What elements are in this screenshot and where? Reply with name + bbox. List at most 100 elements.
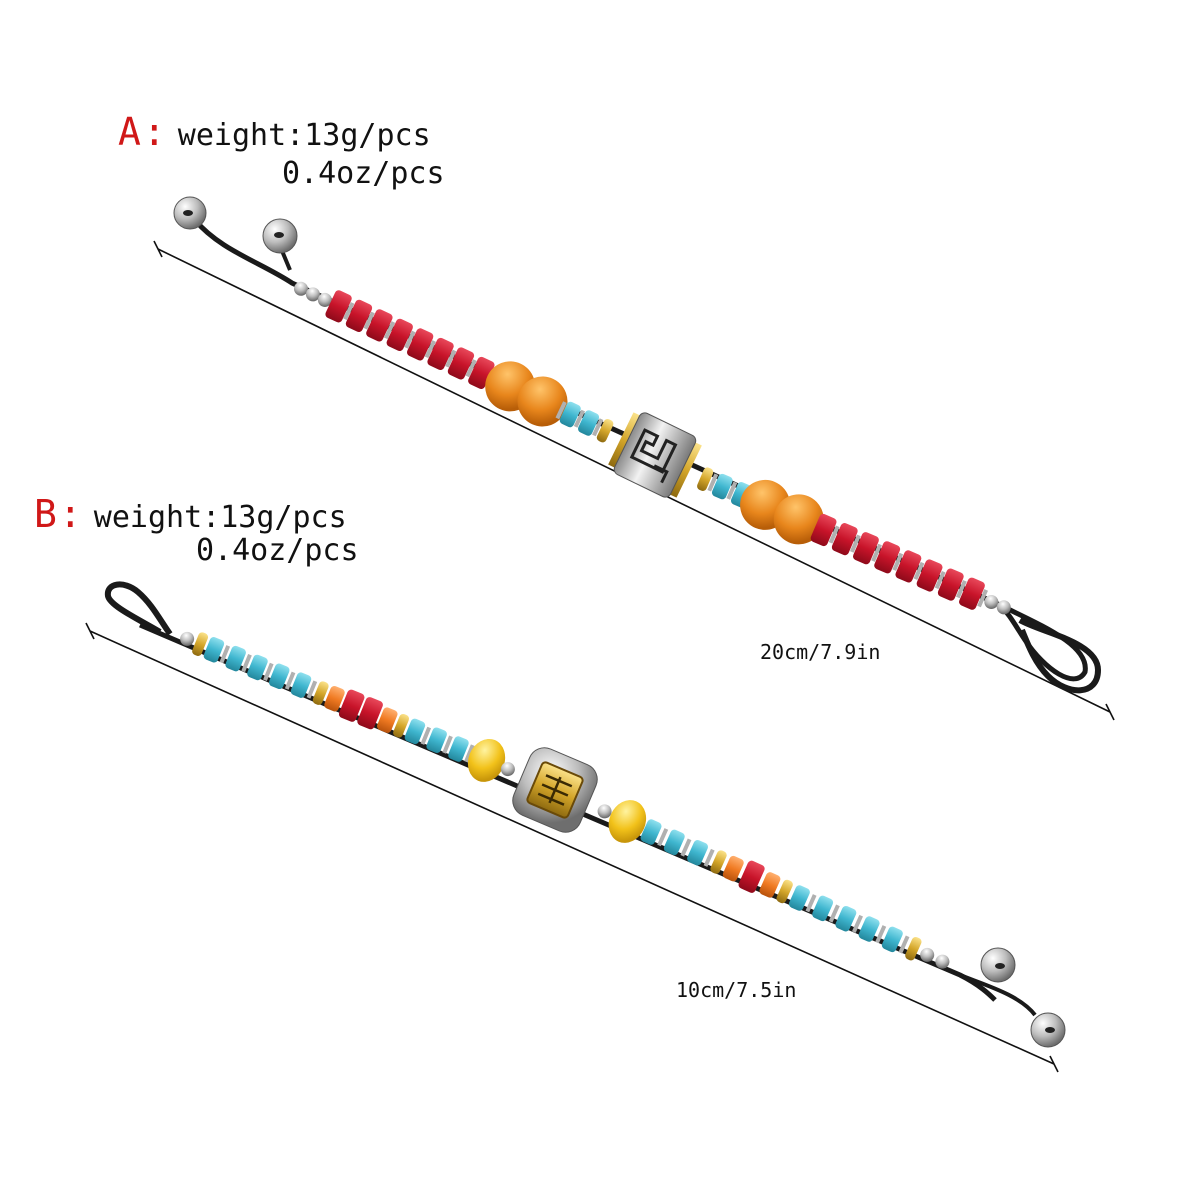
silver-bead [500,762,515,777]
spacer-bead [707,473,719,492]
centerpiece-b [512,747,598,833]
gold-bead [776,879,793,904]
turquoise-bead [835,905,857,932]
spacer-bead [404,330,416,349]
spacer-bead [955,580,967,599]
red-bead [874,541,901,574]
red-bead [386,318,413,351]
turquoise-bead [640,819,662,845]
spacer-bead [573,409,586,428]
turquoise-bead [290,672,312,698]
red-bead [831,523,858,556]
length-label-b: 10cm/7.5in [676,978,797,1002]
spacer-bead [849,534,861,553]
turquoise-bead [404,718,426,745]
silver-bead [305,287,320,302]
spacer-bead [420,726,432,745]
turquoise-bead [858,916,880,942]
spacer-bead [977,589,988,608]
orange-bead [517,376,568,427]
spacer-bead [383,321,396,340]
turquoise-bead [663,829,685,856]
spacer-bead [913,561,925,581]
red-bead [959,577,985,610]
weight-text-a: weight:13g/pcs [177,118,431,153]
red-bead [937,568,964,601]
spacer-bead [219,645,231,664]
silver-bead [935,954,950,969]
spacer-bead [592,418,604,437]
gold-bead [312,681,329,705]
ounces-text-b: 0.4oz/pcs [196,533,359,568]
bell-icon [980,947,1016,983]
turquoise-bead [788,885,810,911]
turquoise-bead [881,926,903,953]
turquoise-bead [559,401,581,428]
red-bead [738,860,765,893]
spacer-bead [703,848,715,867]
gold-bead [596,419,614,443]
red-bead [916,559,943,592]
loop-a [1018,617,1102,694]
silver-bead [180,631,195,646]
turquoise-bead [225,645,246,672]
silver-bead [597,804,612,819]
red-bead [895,550,922,583]
orange-spacer-bead [722,855,744,882]
red-bead [357,697,383,730]
spacer-bead [424,340,436,359]
turquoise-bead [812,895,834,922]
turquoise-bead [577,410,600,436]
spacer-bead [892,552,904,571]
variant-letter-b: B: [34,492,84,536]
red-bead [325,290,352,323]
gold-bead [905,936,922,961]
spacer-bead [875,925,887,944]
spacer-bead [934,570,946,590]
spacer-bead [828,525,840,544]
ounces-text-a: 0.4oz/pcs [282,156,445,191]
turquoise-bead [711,473,733,500]
weight-text-b: weight:13g/pcs [93,500,347,535]
turquoise-bead [687,839,708,866]
spacer-bead [306,680,318,699]
label-a: A: weight:13g/pcs [118,110,431,154]
spacer-bead [871,543,882,562]
orange-spacer-bead [759,872,781,898]
loop-b [104,581,173,636]
bracelet-a [173,196,1102,694]
orange-spacer-bead [324,686,345,712]
red-bead [447,347,475,380]
variant-letter-a: A: [118,110,168,154]
silver-bead [317,292,332,307]
centerpiece-a [608,412,702,498]
turquoise-bead [247,654,268,681]
red-bead [345,299,373,332]
silver-bead [920,947,935,962]
length-label-a: 20cm/7.9in [760,640,881,664]
red-bead [853,532,879,565]
turquoise-bead [268,663,290,690]
red-bead [427,337,454,371]
red-bead [338,689,365,722]
turquoise-bead [448,736,469,762]
silver-bead [984,595,999,610]
spacer-bead [363,311,375,330]
turquoise-bead [426,727,447,753]
orange-bead [773,494,824,545]
spacer-bead [464,744,475,763]
spacer-bead [726,481,738,500]
orange-spacer-bead [377,707,398,733]
gold-bead [697,467,714,491]
spacer-bead [465,359,477,378]
red-bead [810,513,837,547]
bell-icon [1030,1012,1066,1048]
spacer-bead [680,838,692,857]
yellow-bead [467,738,506,782]
gold-bead [393,713,410,738]
gold-bead [710,850,727,874]
spacer-bead [241,653,252,673]
label-b: B: weight:13g/pcs [34,492,347,536]
